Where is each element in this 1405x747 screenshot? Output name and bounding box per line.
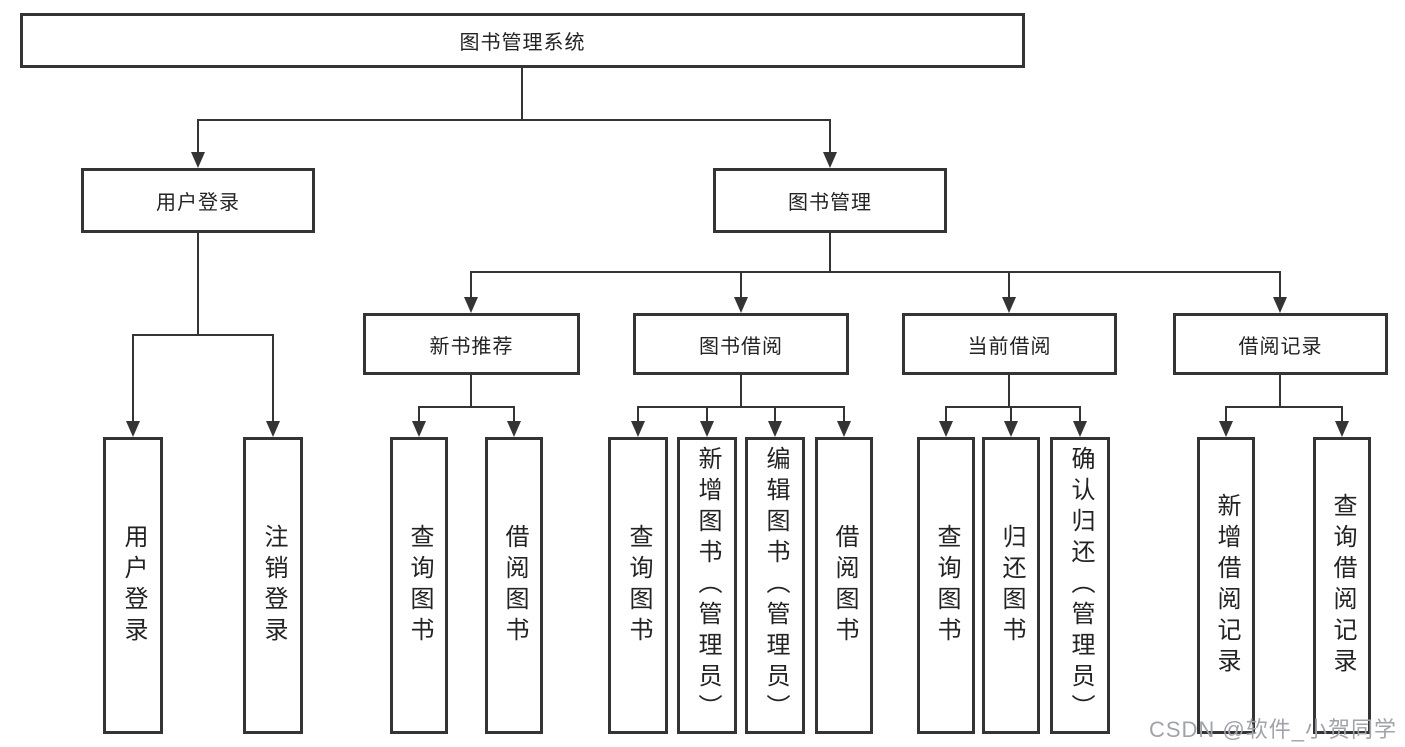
node-user-login: 用户登录: [81, 168, 315, 233]
leaf-query-borrow-record: 查询借阅记录: [1313, 437, 1371, 734]
node-current-borrowing: 当前借阅: [902, 313, 1117, 375]
arrow-down-icon: [1073, 421, 1087, 437]
connector-line: [637, 406, 845, 408]
watermark: CSDN @软件_小贺同学: [1148, 717, 1397, 742]
leaf-add-books-admin: 新增图书（管理员）: [677, 437, 737, 734]
node-borrowing-records: 借阅记录: [1173, 313, 1388, 375]
connector-line: [197, 119, 199, 154]
arrow-down-icon: [1004, 421, 1018, 437]
connector-line: [470, 271, 472, 298]
connector-line: [272, 334, 274, 422]
connector-line: [470, 375, 472, 408]
connector-line: [1279, 375, 1281, 408]
leaf-query-books: 查询图书: [917, 437, 975, 734]
arrow-down-icon: [939, 421, 953, 437]
connector-line: [829, 119, 831, 154]
node-book-management: 图书管理: [713, 168, 947, 233]
connector-line: [418, 406, 515, 408]
connector-line: [132, 334, 274, 336]
leaf-logout: 注销登录: [243, 437, 303, 734]
connector-line: [945, 406, 1081, 408]
connector-line: [1079, 406, 1081, 423]
connector-line: [843, 406, 845, 423]
connector-line: [1341, 406, 1343, 423]
arrow-down-icon: [1335, 421, 1349, 437]
arrow-down-icon: [823, 152, 837, 168]
connector-line: [637, 406, 639, 423]
connector-line: [470, 271, 1281, 273]
connector-line: [829, 233, 831, 273]
connector-line: [945, 406, 947, 423]
node-library-management-system: 图书管理系统: [20, 13, 1025, 68]
arrow-down-icon: [191, 152, 205, 168]
connector-line: [513, 406, 515, 423]
leaf-borrow-books: 借阅图书: [485, 437, 543, 734]
leaf-edit-books-admin: 编辑图书（管理员）: [745, 437, 805, 734]
arrow-down-icon: [1219, 421, 1233, 437]
arrow-down-icon: [631, 421, 645, 437]
arrow-down-icon: [837, 421, 851, 437]
leaf-user-login: 用户登录: [103, 437, 163, 734]
connector-line: [1279, 271, 1281, 298]
connector-line: [740, 375, 742, 408]
connector-line: [1008, 375, 1010, 408]
node-book-borrowing: 图书借阅: [633, 313, 849, 375]
connector-line: [132, 334, 134, 422]
arrow-down-icon: [734, 297, 748, 313]
arrow-down-icon: [700, 421, 714, 437]
connector-line: [1225, 406, 1227, 423]
leaf-query-books: 查询图书: [390, 437, 448, 734]
leaf-confirm-return-admin: 确认归还（管理员）: [1050, 437, 1110, 734]
arrow-down-icon: [126, 421, 140, 437]
connector-line: [774, 406, 776, 423]
leaf-borrow-books: 借阅图书: [815, 437, 873, 734]
arrow-down-icon: [266, 421, 280, 437]
arrow-down-icon: [768, 421, 782, 437]
connector-line: [1225, 406, 1343, 408]
arrow-down-icon: [1273, 297, 1287, 313]
leaf-add-borrow-record: 新增借阅记录: [1197, 437, 1255, 734]
connector-line: [197, 119, 831, 121]
arrow-down-icon: [464, 297, 478, 313]
connector-line: [706, 406, 708, 423]
connector-line: [418, 406, 420, 423]
connector-line: [197, 233, 199, 336]
arrow-down-icon: [412, 421, 426, 437]
connector-line: [1010, 406, 1012, 423]
leaf-query-books: 查询图书: [608, 437, 668, 734]
connector-line: [1008, 271, 1010, 298]
connector-line: [521, 68, 523, 121]
arrow-down-icon: [1002, 297, 1016, 313]
connector-line: [740, 271, 742, 298]
arrow-down-icon: [507, 421, 521, 437]
leaf-return-books: 归还图书: [982, 437, 1040, 734]
node-new-book-recommendation: 新书推荐: [363, 313, 580, 375]
